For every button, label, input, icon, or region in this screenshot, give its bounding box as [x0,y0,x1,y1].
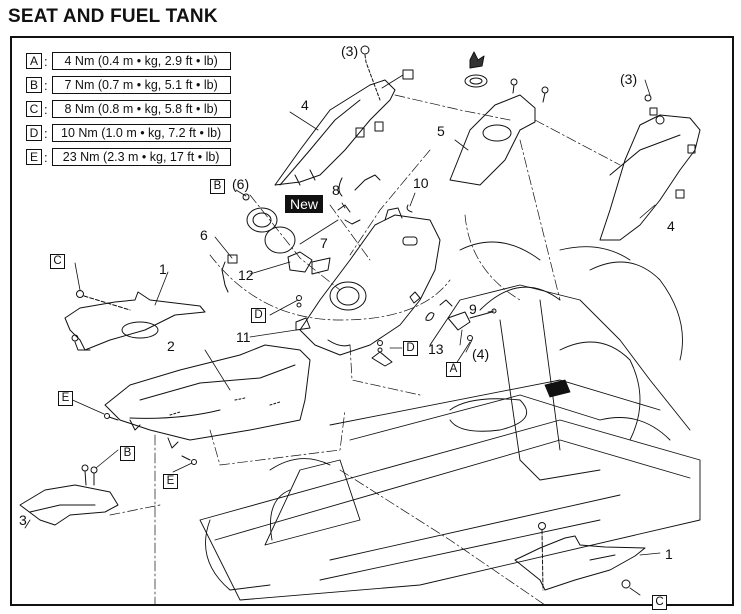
callout-3-qty-right: (3) [620,71,638,87]
callout-5: 5 [437,123,445,139]
torque-key-c-left: C [50,254,65,269]
torque-key-c-right: C [652,595,667,610]
callout-13: 13 [428,341,444,357]
callout-6-qty: (6) [232,176,250,192]
page-title: SEAT AND FUEL TANK [8,6,218,27]
seat [104,344,311,449]
torque-key: E [26,149,42,165]
callout-2: 2 [167,338,175,354]
callout-3-qty-left: (3) [341,43,359,59]
callout-1-left: 1 [159,261,167,277]
callout-9: 9 [469,301,477,317]
torque-key: B [26,77,42,93]
fuel-tank [295,207,441,356]
torque-key-a-sensor: A [446,362,461,377]
leader-lines [24,74,661,596]
callout-10: 10 [413,175,429,191]
torque-spec-row: B: 7 Nm (0.7 m • kg, 5.1 ft • lb) [26,76,231,94]
diagram-frame [10,36,734,606]
fuel-sender-parts [425,299,497,341]
side-panel-right [514,522,646,591]
callout-7: 7 [320,235,328,251]
callout-6: 6 [200,227,208,243]
callout-11: 11 [236,329,251,345]
torque-key: A [26,53,42,69]
callout-1-right: 1 [665,546,673,562]
torque-spec-row: A: 4 Nm (0.4 m • kg, 2.9 ft • lb) [26,52,231,70]
torque-key: C [26,101,42,117]
new-part-badge: New [285,195,324,213]
side-panel-left [64,290,206,351]
tank-cover [449,51,549,186]
callout-12: 12 [238,267,254,283]
phantom-lines [109,94,621,606]
torque-key-d-left: D [251,308,266,323]
torque-spec-row: D: 10 Nm (1.0 m • kg, 7.2 ft • lb) [26,124,231,142]
torque-key-e-lower: E [163,474,178,489]
callout-4-left: 4 [301,97,309,113]
torque-value: 8 Nm (0.8 m • kg, 5.8 ft • lb) [51,100,231,118]
callout-4-right: 4 [667,218,675,234]
torque-key-e-seat: E [58,391,73,406]
torque-value: 10 Nm (1.0 m • kg, 7.2 ft • lb) [51,124,231,142]
fasteners [104,295,393,465]
callout-3: 3 [19,512,27,528]
torque-key-b-rear: B [120,446,135,461]
rear-cowl [19,464,119,526]
torque-key: D [26,125,42,141]
callout-4-qty: (4) [472,346,490,362]
callout-8: 8 [332,182,340,198]
torque-value: 23 Nm (2.3 m • kg, 17 ft • lb) [51,148,231,166]
torque-value: 4 Nm (0.4 m • kg, 2.9 ft • lb) [51,52,231,70]
torque-key-d-right: D [403,341,418,356]
side-cover-left [274,45,414,186]
torque-key-b-fuel: B [210,179,225,194]
side-cover-right [599,94,701,241]
torque-value: 7 Nm (0.7 m • kg, 5.1 ft • lb) [51,76,231,94]
torque-spec-row: C: 8 Nm (0.8 m • kg, 5.8 ft • lb) [26,100,231,118]
fuel-pump-parts [221,174,413,293]
torque-spec-row: E: 23 Nm (2.3 m • kg, 17 ft • lb) [26,148,231,166]
frame-chassis [199,241,701,601]
